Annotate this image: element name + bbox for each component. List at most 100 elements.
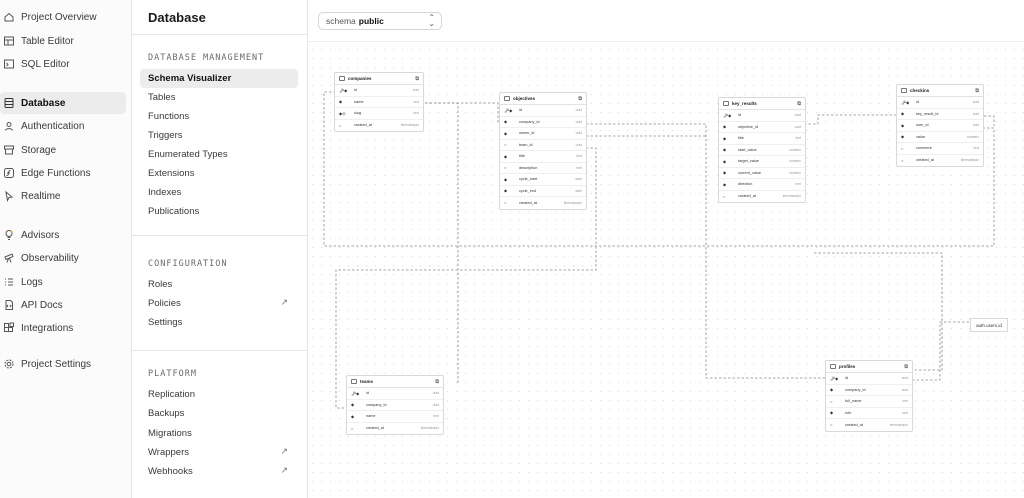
column-type: uuid: [901, 387, 908, 392]
column-name: start_value: [738, 147, 757, 152]
menu-item-backups[interactable]: Backups: [140, 404, 298, 423]
menu-item-replication[interactable]: Replication: [140, 385, 298, 404]
nullable-icon: ○: [504, 165, 507, 171]
table-header: companies⧉: [335, 73, 423, 85]
column-type: numeric: [788, 159, 801, 164]
menu-item-triggers[interactable]: Triggers: [140, 126, 298, 145]
not-null-icon: ◆: [504, 130, 508, 136]
nav-item-storage[interactable]: Storage: [0, 139, 126, 161]
open-table-icon[interactable]: ⧉: [415, 75, 419, 82]
nullable-icon: ○: [351, 425, 354, 431]
menu-item-label: Enumerated Types: [148, 149, 228, 160]
column-name: title: [738, 136, 744, 141]
menu-item-publications[interactable]: Publications: [140, 202, 298, 221]
menu-item-label: Roles: [148, 279, 173, 290]
external-link-icon: ↗: [280, 465, 288, 475]
column-name: direction: [738, 182, 753, 187]
not-null-icon: ◆: [723, 158, 727, 164]
telescope-icon: [3, 252, 15, 264]
blocks-icon: [3, 322, 15, 334]
menu-item-functions[interactable]: Functions: [140, 107, 298, 126]
menu-item-roles[interactable]: Roles: [140, 275, 298, 294]
nav-label: Storage: [21, 144, 57, 156]
users-icon: [3, 120, 15, 132]
nav-item-table-editor[interactable]: Table Editor: [0, 30, 126, 52]
menu-item-label: Schema Visualizer: [148, 73, 232, 84]
open-table-icon[interactable]: ⧉: [797, 100, 801, 107]
column-type: timestamptz: [960, 158, 979, 163]
nav-item-database[interactable]: Database: [0, 92, 126, 114]
column-name: company_id: [845, 387, 866, 392]
menu-item-indexes[interactable]: Indexes: [140, 183, 298, 202]
nav-item-project-overview[interactable]: Project Overview: [0, 6, 126, 28]
nav-item-project-settings[interactable]: Project Settings: [0, 353, 126, 375]
list-icon: [3, 276, 15, 288]
nav-item-authentication[interactable]: Authentication: [0, 115, 126, 137]
nav-item-observability[interactable]: Observability: [0, 247, 126, 269]
table-icon: [830, 364, 836, 369]
column-name: slug: [354, 111, 361, 116]
column-name: objective_id: [738, 124, 759, 129]
menu-item-policies[interactable]: Policies↗: [140, 294, 298, 313]
menu-item-label: Triggers: [148, 130, 183, 141]
column-name: description: [519, 165, 538, 170]
column-type: numeric: [788, 147, 801, 152]
nav-item-advisors[interactable]: Advisors: [0, 224, 126, 246]
column-type: uuid: [575, 119, 582, 124]
menu-item-enumerated-types[interactable]: Enumerated Types: [140, 145, 298, 164]
menu-item-webhooks[interactable]: Webhooks ↗: [140, 462, 298, 481]
menu-item-settings[interactable]: Settings: [140, 313, 298, 332]
nullable-icon: ○: [901, 145, 904, 151]
nav-label: Logs: [21, 276, 43, 288]
not-null-icon: ◆: [504, 119, 508, 125]
menu-item-migrations[interactable]: Migrations: [140, 424, 298, 443]
menu-item-schema-visualizer[interactable]: Schema Visualizer: [140, 69, 298, 88]
nav-item-integrations[interactable]: Integrations: [0, 317, 126, 339]
not-null-icon: ◆◎: [339, 110, 346, 116]
nav-item-sql-editor[interactable]: SQL Editor: [0, 53, 126, 75]
primary-key-icon: 🗝◆: [351, 390, 360, 396]
menu-item-extensions[interactable]: Extensions: [140, 164, 298, 183]
menu-item-wrappers[interactable]: Wrappers↗: [140, 443, 298, 462]
open-table-icon[interactable]: ⧉: [578, 95, 582, 102]
menu-item-label: Extensions: [148, 168, 195, 179]
nav-item-api-docs[interactable]: API Docs: [0, 294, 126, 316]
open-table-icon[interactable]: ⧉: [975, 87, 979, 94]
not-null-icon: ◆: [504, 176, 508, 182]
menu-item-label: Webhooks: [148, 466, 193, 477]
nav-label: Database: [21, 97, 66, 109]
relation-line: [323, 91, 995, 247]
nav-label: Advisors: [21, 229, 60, 241]
nav-item-realtime[interactable]: Realtime: [0, 185, 126, 207]
open-table-icon[interactable]: ⧉: [435, 378, 439, 385]
table-name: profiles: [839, 364, 856, 369]
nav-item-logs[interactable]: Logs: [0, 271, 126, 293]
nullable-icon: ○: [504, 200, 507, 206]
gear-icon: [3, 358, 15, 370]
open-table-icon[interactable]: ⧉: [904, 363, 908, 370]
auth-users-reference[interactable]: auth.users.id: [970, 318, 1008, 332]
nullable-icon: ○: [830, 398, 833, 404]
nav-label: SQL Editor: [21, 58, 70, 70]
nav-item-edge-functions[interactable]: Edge Functions: [0, 162, 126, 184]
menu-item-tables[interactable]: Tables: [140, 88, 298, 107]
nav-label: Project Overview: [21, 11, 97, 23]
column-type: text: [795, 182, 801, 187]
column-name: cycle_start: [519, 177, 538, 182]
table-name: objectives: [513, 96, 536, 101]
